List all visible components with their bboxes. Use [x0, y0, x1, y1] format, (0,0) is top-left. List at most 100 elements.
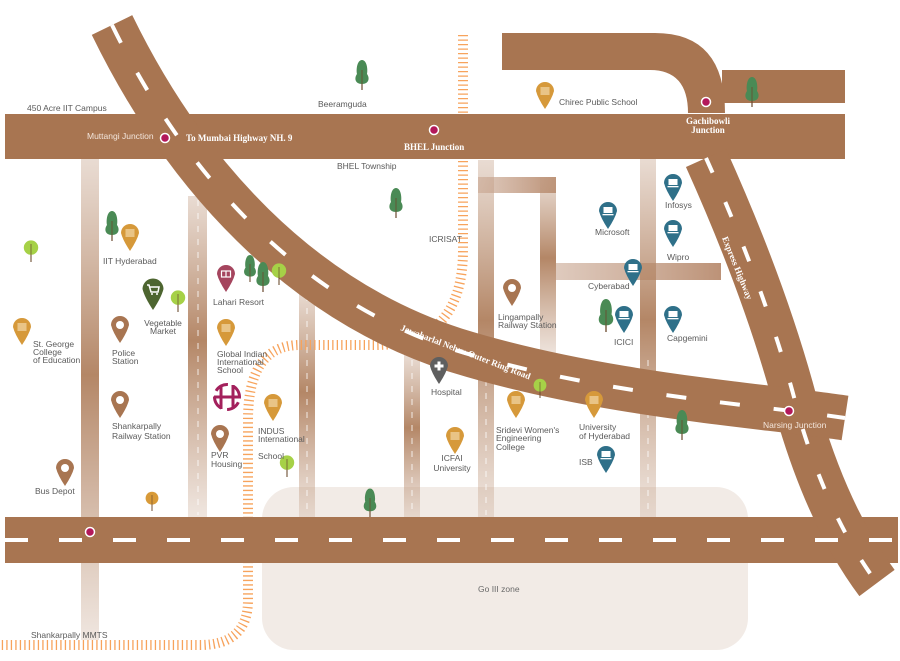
computer-icon: [600, 451, 612, 460]
pin-police-station[interactable]: [111, 316, 129, 343]
junction-dot-narsing[interactable]: [783, 405, 795, 417]
nh9-label: To Mumbai Highway NH. 9: [186, 133, 293, 143]
location-pin-icon: [116, 321, 124, 329]
computer-icon: [627, 264, 639, 273]
tree-icon: [363, 488, 377, 517]
school-building-icon: [125, 229, 135, 237]
pin-iit-hyderabad[interactable]: [121, 224, 139, 251]
tree-icon: [271, 263, 287, 285]
pin-microsoft[interactable]: [599, 202, 617, 229]
tree-icon: [355, 60, 369, 90]
hospital-cross-icon: [434, 361, 444, 371]
computer-icon: [618, 311, 630, 320]
location-pin-icon: [508, 284, 516, 292]
pin-infosys[interactable]: [664, 174, 682, 201]
chirec-label: Chirec Public School: [559, 97, 638, 107]
project-logo-icon: [213, 383, 241, 411]
icici-label: ICICI: [614, 337, 633, 347]
shopping-cart-icon: [147, 284, 160, 295]
pin-isb[interactable]: [597, 446, 615, 473]
pin-vegetable-market[interactable]: [142, 278, 164, 311]
pin-sridevi[interactable]: [507, 391, 525, 418]
tree-icon: [279, 455, 295, 477]
tree-icon: [745, 77, 759, 107]
gachibowli-loop-road: [502, 33, 725, 113]
school-building-icon: [450, 432, 460, 440]
pin-lingampally-railway[interactable]: [503, 279, 521, 306]
junction-dot-gachibowli[interactable]: [700, 96, 712, 108]
pin-shankarpally-railway[interactable]: [111, 391, 129, 418]
wipro-label: Wipro: [667, 252, 689, 262]
junction-dot-bottom[interactable]: [84, 526, 96, 538]
location-pin-icon: [116, 396, 124, 404]
trees: [23, 60, 759, 517]
microsoft-label: Microsoft: [595, 227, 630, 237]
tree-icon: [244, 255, 256, 282]
tree-icon: [598, 299, 614, 332]
junction-dot-muttangi[interactable]: [159, 132, 171, 144]
go111-zone: [262, 487, 748, 650]
pin-bus-depot[interactable]: [56, 459, 74, 486]
isb-label: ISB: [579, 457, 593, 467]
infosys-label: Infosys: [665, 200, 692, 210]
school-building-icon: [511, 396, 521, 404]
computer-icon: [602, 207, 614, 216]
capgemini-label: Capgemini: [667, 333, 708, 343]
bus-depot-label: Bus Depot: [35, 486, 75, 496]
school-building-icon: [268, 399, 278, 407]
pin-wipro[interactable]: [664, 220, 682, 247]
computer-icon: [667, 311, 679, 320]
computer-icon: [667, 225, 679, 234]
pin-indus-school[interactable]: [264, 394, 282, 421]
pin-lahari-resort[interactable]: [217, 265, 235, 292]
hospital-label: Hospital: [431, 387, 462, 397]
beeramguda-label: Beeramguda: [318, 99, 367, 109]
pin-uoh[interactable]: [585, 391, 603, 418]
pin-hospital[interactable]: [430, 357, 448, 384]
pin-icici[interactable]: [615, 306, 633, 333]
lane-markings: [5, 24, 898, 585]
railway-line: [0, 35, 468, 650]
school-building-icon: [589, 396, 599, 404]
pin-cyberabad[interactable]: [624, 259, 642, 286]
pin-pvr-housing[interactable]: [211, 425, 229, 452]
shankarpally-mmts-label: Shankarpally MMTS: [31, 630, 108, 640]
pin-chirec[interactable]: [536, 82, 554, 109]
tree-icon: [170, 290, 186, 312]
pin-capgemini[interactable]: [664, 306, 682, 333]
gachibowli-east-road: [722, 70, 845, 103]
iit-campus-label: 450 Acre IIT Campus: [27, 103, 107, 113]
junction-markers: [84, 96, 795, 538]
tree-icon: [389, 188, 403, 218]
lahari-resort-label: Lahari Resort: [213, 297, 265, 307]
location-pin-icon: [61, 464, 69, 472]
tree-icon: [23, 240, 39, 262]
school-building-icon: [540, 87, 550, 95]
resort-icon: [220, 270, 232, 278]
cyberabad-label: Cyberabad: [588, 281, 630, 291]
junction-dot-bhel[interactable]: [428, 124, 440, 136]
tree-icon: [105, 211, 119, 241]
tree-icon: [256, 262, 270, 292]
pin-icfai[interactable]: [446, 427, 464, 454]
icrisat-label: ICRISAT: [429, 234, 462, 244]
place-markers: [13, 82, 682, 486]
pin-global-indian-school[interactable]: [217, 319, 235, 346]
tree-icon: [145, 491, 159, 511]
location-pin-icon: [216, 430, 224, 438]
iit-hyderabad-label: IIT Hyderabad: [103, 256, 157, 266]
pin-st-george[interactable]: [13, 318, 31, 345]
